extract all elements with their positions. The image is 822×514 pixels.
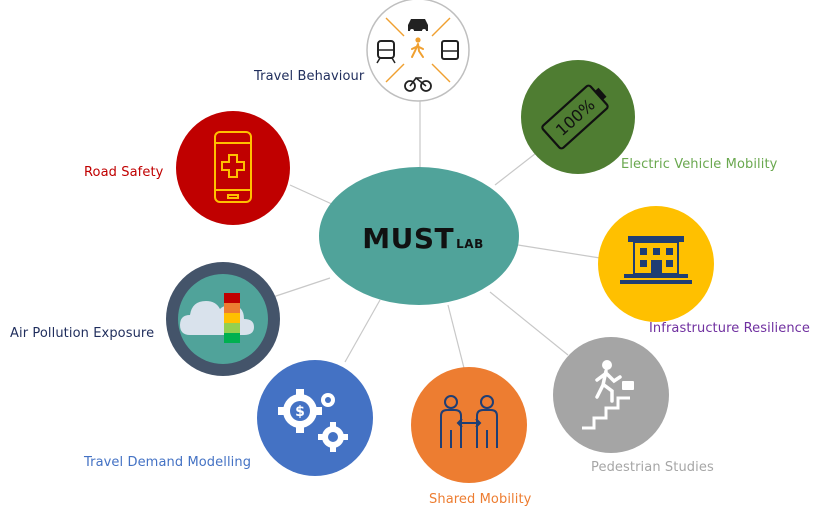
node-road-safety [176,111,290,225]
label-road-safety: Road Safety [84,165,164,180]
center-ellipse [319,167,519,305]
node-air-pollution-exposure [166,262,280,376]
node-travel-demand-modelling: $ [257,360,373,476]
gears-dollar-icon: $ [278,389,348,452]
building-icon [620,236,692,284]
label-air-pollution-exposure: Air Pollution Exposure [10,326,155,341]
cloud-gauge-icon [180,293,254,343]
transport-modes-icon [376,17,459,92]
label-travel-demand-modelling: Travel Demand Modelling [84,455,252,470]
connector-shared-mobility [447,304,466,373]
node-pedestrian-studies [553,337,669,453]
connector-air-pollution-exposure [269,277,331,299]
label-pedestrian-studies: Pedestrian Studies [591,460,714,475]
node-infrastructure-resilience [598,206,714,322]
svg-text:$: $ [295,404,305,420]
connector-travel-demand-modelling [344,299,381,363]
connector-pedestrian-studies [489,291,569,356]
center-title-main: MUST [362,222,455,255]
label-infrastructure-resilience: Infrastructure Resilience [649,321,811,336]
people-exchange-icon [440,395,498,448]
center-title-sub: LAB [456,237,484,251]
connector-infrastructure-resilience [517,244,601,259]
connectors [269,98,601,373]
label-travel-behaviour: Travel Behaviour [254,69,365,84]
node-travel-behaviour [366,0,470,102]
connector-electric-vehicle-mobility [494,149,541,186]
phone-medical-icon [214,131,252,203]
node-electric-vehicle-mobility: 100% [521,60,635,174]
node-shared-mobility [411,367,527,483]
pedestrian-stairs-icon [582,360,634,430]
label-electric-vehicle-mobility: Electric Vehicle Mobility [621,157,778,172]
label-shared-mobility: Shared Mobility [429,492,532,507]
